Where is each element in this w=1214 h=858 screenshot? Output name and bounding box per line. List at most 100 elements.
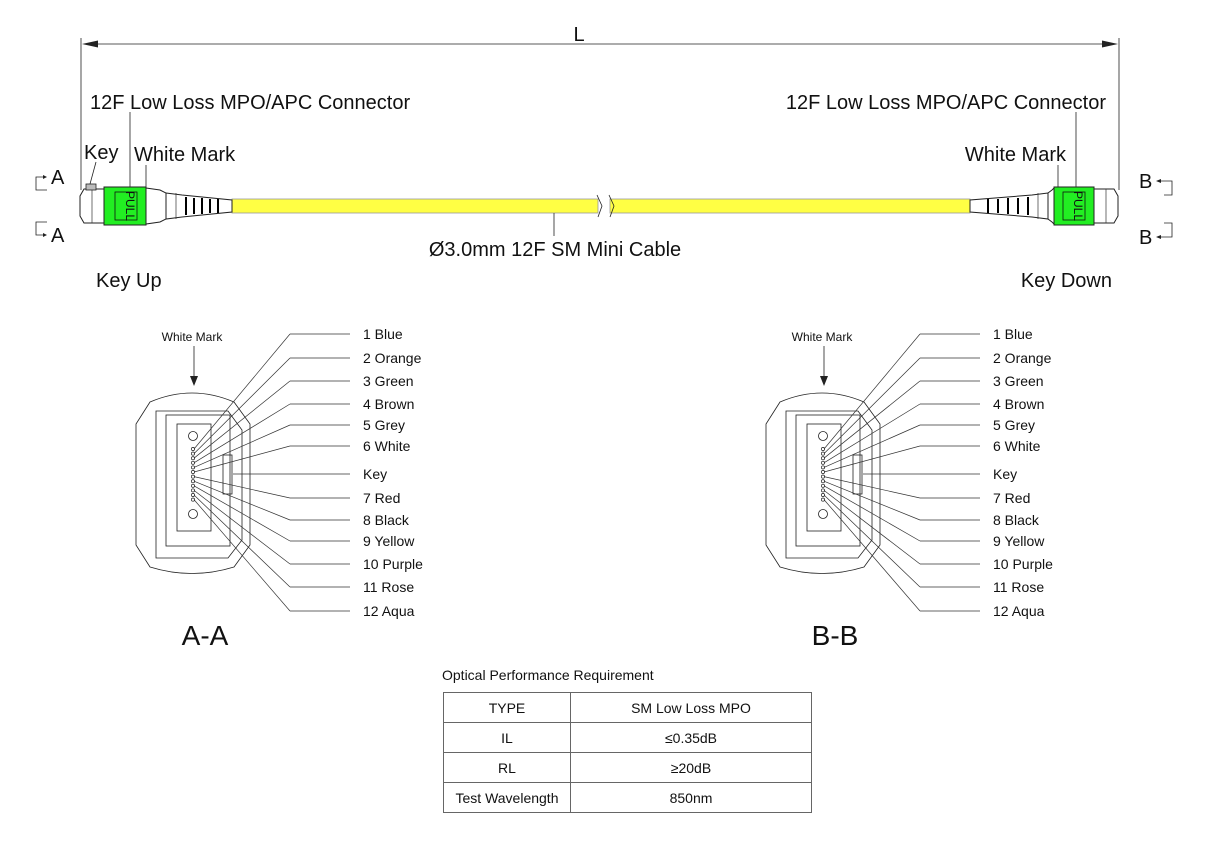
table-row: RL ≥20dB: [443, 752, 812, 783]
key-tab: [85, 183, 97, 191]
fiber-core: [821, 497, 825, 502]
fiber-label: 3 Green: [363, 373, 414, 389]
fiber-label: 4 Brown: [363, 396, 414, 412]
key-outline: [852, 454, 863, 495]
fiber-leader-line: [193, 333, 291, 450]
fiber-leader-line: [193, 490, 291, 565]
guide-hole-bottom: [818, 509, 828, 519]
fiber-core: [191, 456, 195, 461]
fiber-leader-line: [823, 476, 921, 499]
housing-outline: [135, 392, 251, 574]
performance-table: TYPE SM Low Loss MPO IL ≤0.35dB RL ≥20dB…: [443, 692, 812, 813]
fiber-label: 3 Green: [993, 373, 1044, 389]
section-arrow-a-top-icon: [43, 175, 47, 179]
fiber-label: 9 Yellow: [993, 533, 1045, 549]
fiber-core: [821, 451, 825, 456]
table-cell-label: Test Wavelength: [443, 782, 571, 813]
fiber-leader-line: [823, 485, 921, 542]
fiber-leader-line: [193, 445, 291, 473]
table-row: IL ≤0.35dB: [443, 722, 812, 753]
white-mark-arrow-icon: [190, 376, 198, 386]
fiber-label: 10 Purple: [363, 556, 423, 572]
connector-a-key-label: Key: [84, 142, 118, 164]
green-release-sleeve[interactable]: [103, 186, 147, 226]
performance-title: Optical Performance Requirement: [442, 667, 654, 683]
connector-b-label: 12F Low Loss MPO/APC Connector: [786, 92, 1106, 114]
length-label: L: [573, 24, 584, 46]
fiber-label: 2 Orange: [363, 350, 422, 366]
housing-outline: [765, 392, 881, 574]
fiber-label: 1 Blue: [363, 326, 403, 342]
section-arrow-b-top-icon: [1156, 179, 1161, 183]
connector-a-white-mark-label: White Mark: [134, 144, 236, 166]
table-row: Test Wavelength 850nm: [443, 782, 812, 813]
fiber-leader-line: [823, 357, 921, 454]
boot-ribs: [987, 197, 1029, 215]
fiber-core: [191, 447, 195, 451]
fiber-label: 10 Purple: [993, 556, 1053, 572]
fiber-label: 5 Grey: [363, 417, 405, 433]
fiber-label: 6 White: [363, 438, 411, 454]
section-white-mark-label: White Mark: [792, 330, 854, 344]
fiber-leader-line: [823, 499, 921, 612]
fiber-core: [821, 493, 825, 497]
fiber-core: [821, 447, 825, 451]
connector-b-white-mark-label: White Mark: [965, 144, 1067, 166]
key-outline: [222, 454, 233, 495]
housing-pull-text: PULL: [123, 191, 137, 221]
table-cell-value: ≥20dB: [570, 752, 812, 783]
fiber-leader-line: [193, 403, 291, 464]
fiber-leader-line: [193, 494, 291, 588]
section-marker-b-top: B: [1139, 171, 1152, 193]
cable-label: Ø3.0mm 12F SM Mini Cable: [429, 239, 681, 261]
section-arrow-b-bottom-icon: [1156, 235, 1161, 239]
section-marker-a-top: A: [51, 167, 65, 189]
fiber-label: 9 Yellow: [363, 533, 415, 549]
connector-a: PULL Key 12F Low Loss MPO/APC Connector …: [35, 92, 410, 292]
length-dimension: L: [80, 24, 1120, 190]
fiber-leader-line: [193, 480, 291, 521]
fiber-core: [821, 456, 825, 461]
fiber-leader-line: [193, 476, 291, 499]
fiber-label: Key: [363, 466, 387, 482]
table-cell-value: ≤0.35dB: [570, 722, 812, 753]
ferrule-face: [806, 423, 842, 532]
fiber-leader-line: [193, 380, 291, 459]
table-cell-value: SM Low Loss MPO: [570, 692, 812, 723]
fiber-label: 8 Black: [993, 512, 1040, 528]
fiber-core: [191, 497, 195, 502]
green-release-sleeve[interactable]: [1053, 186, 1095, 226]
table-cell-value: 850nm: [570, 782, 812, 813]
housing-inner-outline: [155, 410, 243, 559]
white-mark-arrow-icon: [820, 376, 828, 386]
ferrule-body: [165, 414, 231, 547]
section-title: A-A: [182, 620, 229, 651]
fiber-core: [191, 488, 195, 493]
table-cell-label: RL: [443, 752, 571, 783]
section-arrow-a-bottom-icon: [43, 233, 47, 237]
fiber-label: 12 Aqua: [363, 603, 415, 619]
ferrule-body: [795, 414, 861, 547]
fiber-leader-line: [193, 499, 291, 612]
boot-ribs: [185, 197, 219, 215]
fiber-leader-line: [823, 424, 921, 468]
fiber-leader-line: [193, 485, 291, 542]
fiber-leader-line: [193, 424, 291, 468]
fiber-leader-line: [823, 480, 921, 521]
section-marker-a-bottom: A: [51, 225, 65, 247]
section-title: B-B: [812, 620, 859, 651]
connector-b-key-orientation: Key Down: [1021, 270, 1112, 292]
fiber-leader-line: [823, 490, 921, 565]
fiber-leader-line: [823, 333, 921, 450]
fiber-leader-line: [823, 403, 921, 464]
fiber-core: [191, 451, 195, 456]
section-marker-b-bottom: B: [1139, 227, 1152, 249]
table-cell-label: IL: [443, 722, 571, 753]
fiber-leader-line: [823, 445, 921, 473]
fiber-label: 2 Orange: [993, 350, 1052, 366]
connector-a-key-orientation: Key Up: [96, 270, 162, 292]
fiber-label: 12 Aqua: [993, 603, 1045, 619]
